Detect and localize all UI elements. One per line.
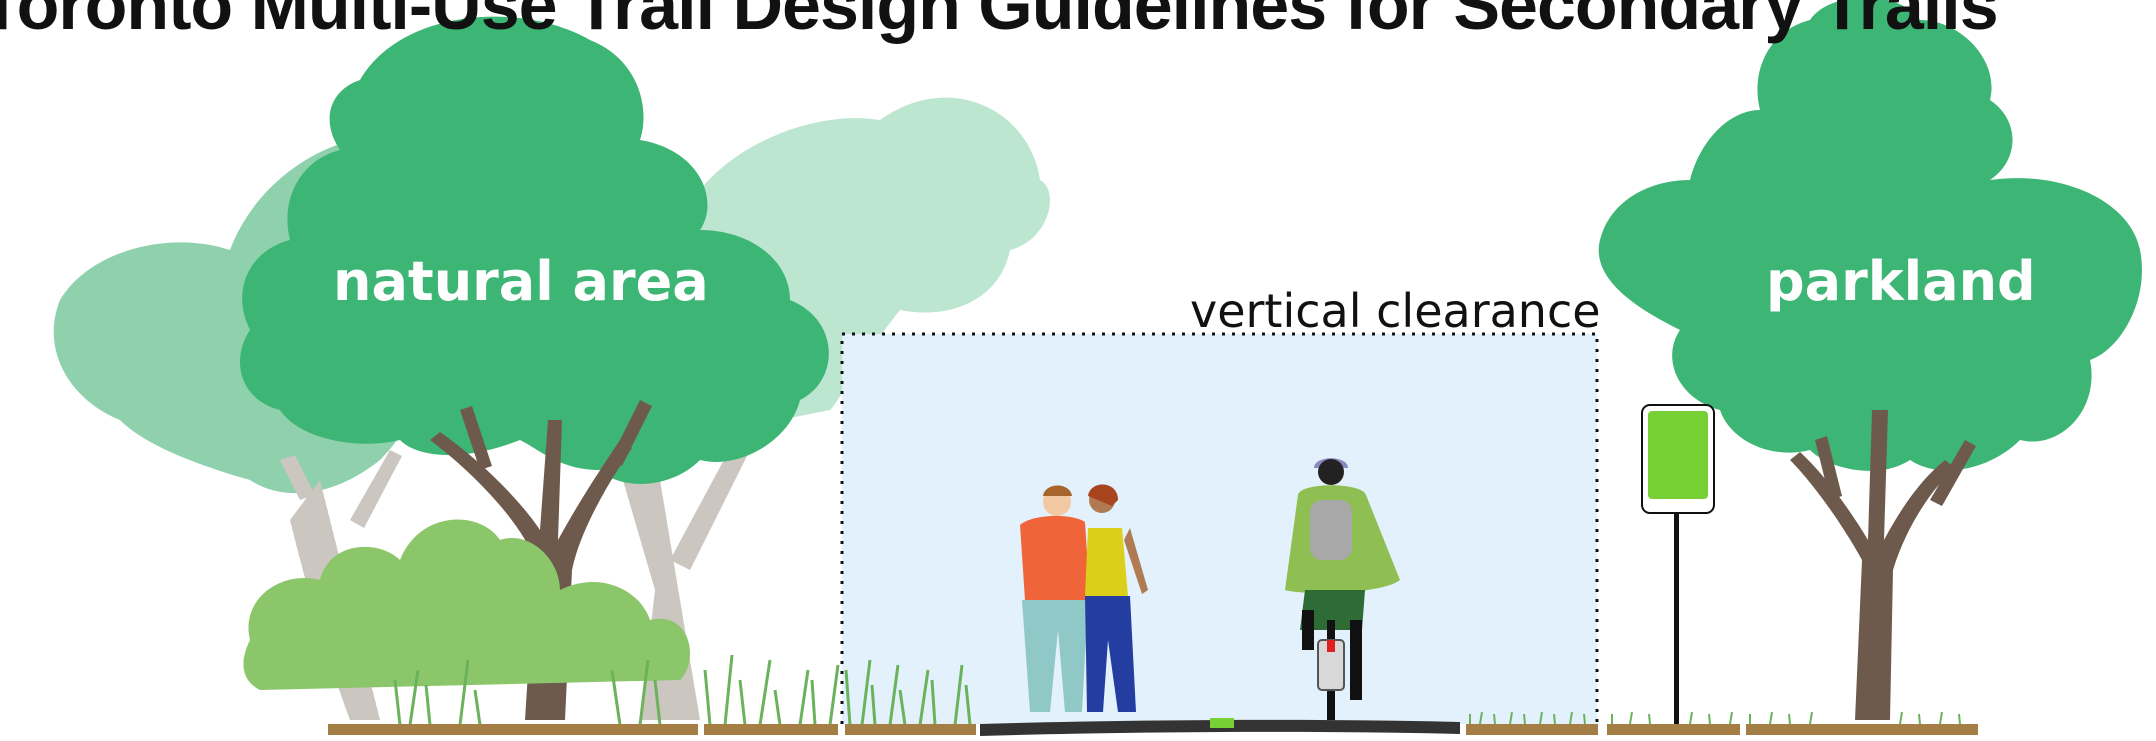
diagram-title: Toronto Multi-Use Trail Design Guideline… bbox=[0, 0, 1999, 44]
parkland-label: parkland bbox=[1766, 250, 2036, 313]
cyclist bbox=[1285, 458, 1400, 720]
ground-strips bbox=[328, 724, 1978, 735]
vertical-clearance-zone bbox=[840, 332, 1599, 724]
pedestrian-couple bbox=[1020, 484, 1148, 712]
natural-area-label: natural area bbox=[333, 250, 709, 313]
grass-parkland bbox=[1469, 711, 1961, 725]
trail-sign bbox=[1641, 404, 1715, 724]
grass-trail-edge bbox=[844, 659, 972, 726]
parkland-tree bbox=[1598, 0, 2142, 720]
vertical-clearance-label: vertical clearance bbox=[1190, 284, 1601, 338]
trail-surface bbox=[980, 718, 1460, 736]
natural-area-shrubs bbox=[243, 519, 690, 690]
